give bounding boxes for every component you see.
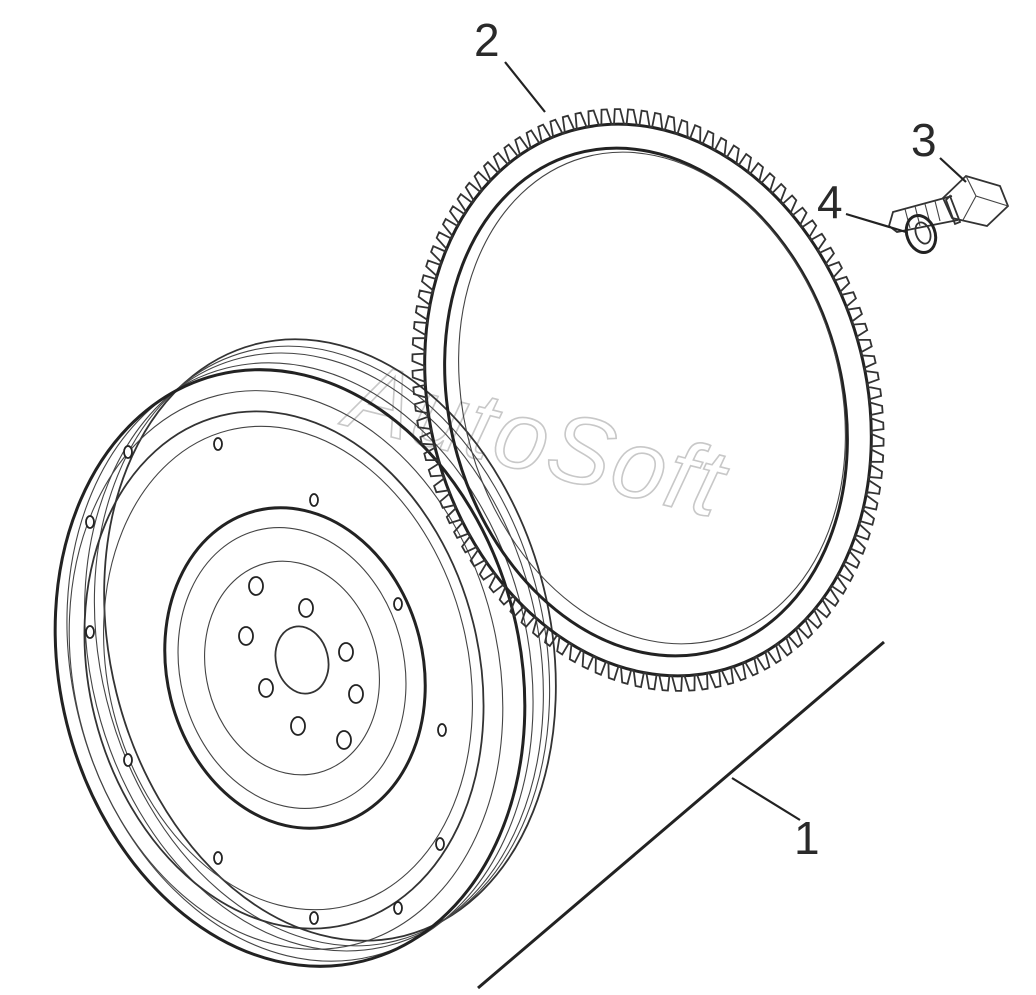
washer [904,214,938,254]
watermark-text: AutoSoft [333,340,738,538]
bolt [887,174,1010,233]
callout-1: 1 [794,812,820,864]
ground-line [477,640,885,990]
callout-2: 2 [474,14,500,66]
leader-1 [731,777,801,821]
leader-3 [939,157,967,183]
flywheel [53,338,557,968]
callout-4: 4 [817,176,843,228]
ring-gear [411,108,885,692]
leader-2 [504,61,546,113]
ring-gear-teeth [411,108,885,692]
callout-3: 3 [911,114,937,166]
leader-4 [845,212,907,234]
ring-gear-tooth-profile [411,108,885,692]
